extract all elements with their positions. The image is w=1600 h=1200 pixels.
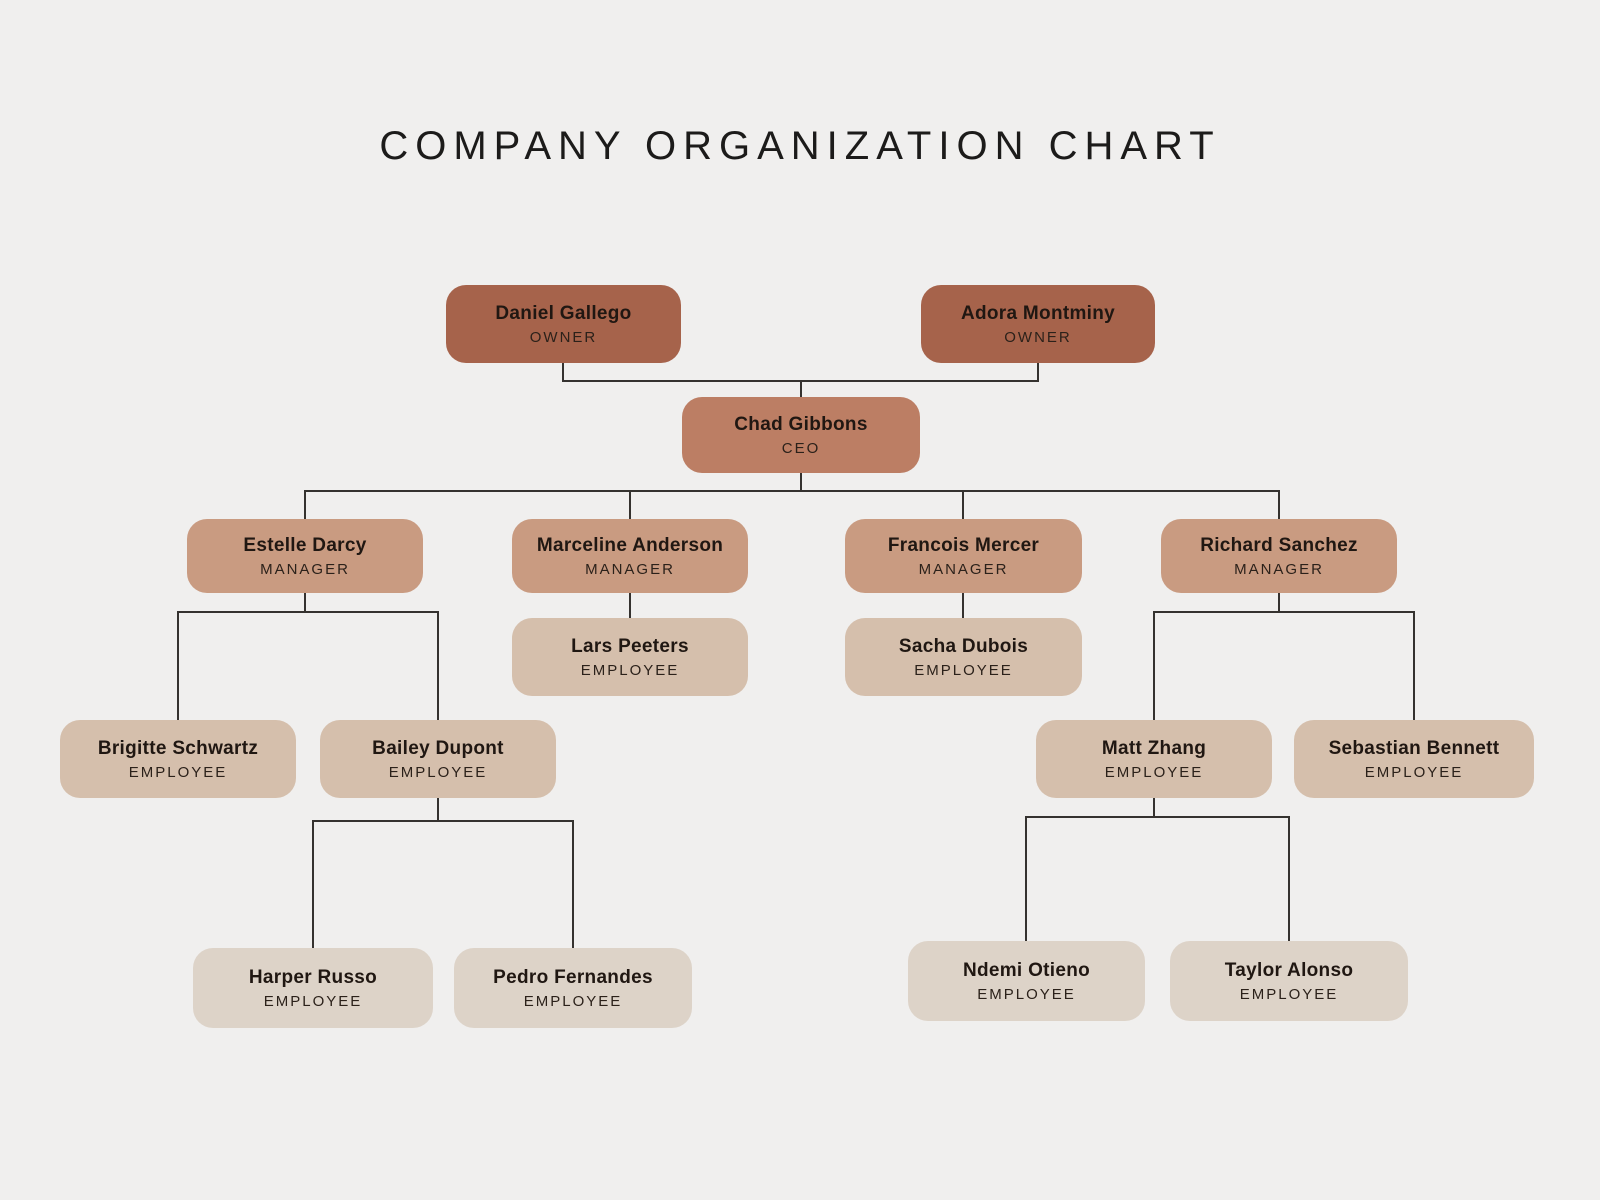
- node-role: EMPLOYEE: [1104, 763, 1204, 781]
- org-node-estelle-darcy: Estelle Darcy MANAGER: [187, 519, 423, 593]
- connector-line: [962, 593, 964, 618]
- node-role: EMPLOYEE: [1364, 763, 1464, 781]
- node-role: EMPLOYEE: [523, 992, 623, 1010]
- node-name: Ndemi Otieno: [962, 959, 1091, 981]
- node-name: Marceline Anderson: [536, 534, 724, 556]
- connector-line: [629, 490, 631, 519]
- org-node-matt-zhang: Matt Zhang EMPLOYEE: [1036, 720, 1272, 798]
- node-name: Daniel Gallego: [495, 302, 632, 324]
- connector-line: [562, 363, 564, 382]
- node-name: Sacha Dubois: [898, 635, 1029, 657]
- node-name: Estelle Darcy: [243, 534, 367, 556]
- node-name: Matt Zhang: [1101, 737, 1207, 759]
- node-name: Adora Montminy: [960, 302, 1116, 324]
- node-role: EMPLOYEE: [977, 985, 1076, 1003]
- node-name: Lars Peeters: [571, 635, 689, 657]
- node-role: EMPLOYEE: [1239, 985, 1339, 1003]
- connector-line: [1025, 816, 1027, 941]
- node-name: Harper Russo: [248, 966, 378, 988]
- connector-line: [1037, 363, 1039, 382]
- org-node-sacha-dubois: Sacha Dubois EMPLOYEE: [845, 618, 1082, 696]
- org-node-taylor-alonso: Taylor Alonso EMPLOYEE: [1170, 941, 1408, 1021]
- org-node-lars-peeters: Lars Peeters EMPLOYEE: [512, 618, 748, 696]
- connector-line: [1278, 490, 1280, 519]
- node-role: MANAGER: [1234, 560, 1324, 578]
- node-role: CEO: [781, 439, 821, 457]
- node-role: MANAGER: [260, 560, 350, 578]
- node-role: OWNER: [1004, 328, 1072, 346]
- connector-line: [629, 593, 631, 618]
- connector-line: [1153, 611, 1414, 613]
- node-role: EMPLOYEE: [128, 763, 228, 781]
- org-node-chad-gibbons: Chad Gibbons CEO: [682, 397, 920, 473]
- connector-line: [1153, 611, 1155, 720]
- org-node-harper-russo: Harper Russo EMPLOYEE: [193, 948, 433, 1028]
- node-role: EMPLOYEE: [914, 661, 1013, 679]
- org-node-ndemi-otieno: Ndemi Otieno EMPLOYEE: [908, 941, 1145, 1021]
- connector-line: [177, 611, 179, 720]
- node-role: EMPLOYEE: [263, 992, 363, 1010]
- connector-line: [304, 490, 306, 519]
- connector-line: [437, 611, 439, 720]
- node-role: EMPLOYEE: [580, 661, 680, 679]
- connector-line: [304, 593, 306, 611]
- org-node-bailey-dupont: Bailey Dupont EMPLOYEE: [320, 720, 556, 798]
- connector-line: [177, 611, 439, 613]
- connector-line: [1025, 816, 1289, 818]
- connector-line: [312, 820, 574, 822]
- node-name: Chad Gibbons: [734, 413, 868, 435]
- org-node-adora-montminy: Adora Montminy OWNER: [921, 285, 1155, 363]
- connector-line: [800, 473, 802, 492]
- connector-line: [304, 490, 1280, 492]
- org-node-daniel-gallego: Daniel Gallego OWNER: [446, 285, 681, 363]
- connector-line: [1413, 611, 1415, 720]
- node-name: Taylor Alonso: [1224, 959, 1354, 981]
- connector-line: [962, 490, 964, 519]
- connector-line: [800, 380, 802, 397]
- node-role: EMPLOYEE: [388, 763, 488, 781]
- org-node-francois-mercer: Francois Mercer MANAGER: [845, 519, 1082, 593]
- org-node-brigitte-schwartz: Brigitte Schwartz EMPLOYEE: [60, 720, 296, 798]
- org-node-pedro-fernandes: Pedro Fernandes EMPLOYEE: [454, 948, 692, 1028]
- node-name: Francois Mercer: [887, 534, 1040, 556]
- org-node-marceline-anderson: Marceline Anderson MANAGER: [512, 519, 748, 593]
- node-name: Pedro Fernandes: [493, 966, 653, 988]
- node-name: Bailey Dupont: [372, 737, 504, 759]
- node-role: OWNER: [529, 328, 598, 346]
- connector-line: [1278, 593, 1280, 611]
- connector-line: [1153, 798, 1155, 818]
- connector-line: [312, 820, 314, 948]
- connector-line: [1288, 816, 1290, 941]
- node-role: MANAGER: [585, 560, 675, 578]
- connector-line: [437, 798, 439, 822]
- node-role: MANAGER: [918, 560, 1009, 578]
- node-name: Brigitte Schwartz: [97, 737, 259, 759]
- node-name: Sebastian Bennett: [1328, 737, 1500, 759]
- org-node-sebastian-bennett: Sebastian Bennett EMPLOYEE: [1294, 720, 1534, 798]
- node-name: Richard Sanchez: [1200, 534, 1358, 556]
- org-node-richard-sanchez: Richard Sanchez MANAGER: [1161, 519, 1397, 593]
- connector-line: [572, 820, 574, 948]
- chart-title: COMPANY ORGANIZATION CHART: [379, 124, 1221, 168]
